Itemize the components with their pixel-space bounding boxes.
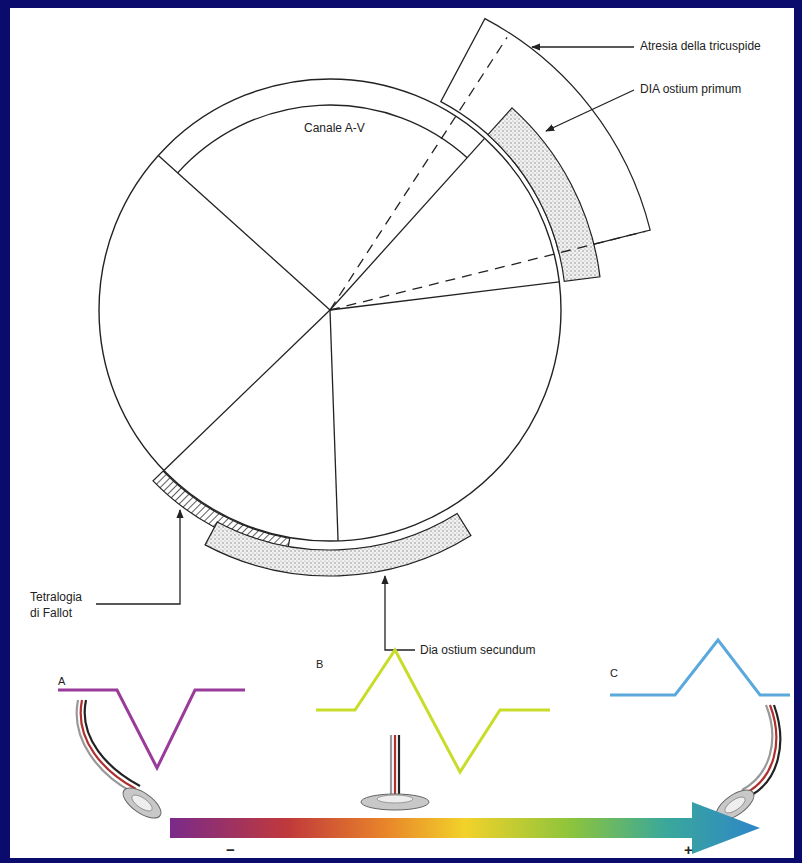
- axis-spoke: [330, 310, 338, 541]
- trace-letter: A: [58, 674, 65, 688]
- leader-lines: [96, 47, 634, 650]
- waveform-c: [610, 640, 790, 695]
- diagnosis-label: Tetralogia di Fallot: [30, 590, 92, 621]
- axis-spoke: [330, 138, 485, 310]
- white-panel: [10, 8, 794, 858]
- electrode-c: [711, 705, 780, 826]
- polarity-sign: +: [684, 840, 693, 860]
- spectrum-arrow: [170, 802, 760, 854]
- axis-spoke: [164, 310, 330, 470]
- diagnosis-label: Atresia della tricuspide: [640, 39, 761, 55]
- electrode-a: [77, 700, 166, 824]
- diagnosis-label: DIA ostium primum: [640, 82, 741, 98]
- axis-spoke: [330, 37, 507, 310]
- ostium-primum-band: [488, 108, 600, 281]
- trace-letter: C: [610, 666, 618, 680]
- tricuspid-atresia-band: [441, 19, 650, 253]
- waveform-b: [316, 650, 550, 772]
- polarity-sign: −: [226, 840, 235, 860]
- diagnosis-label: Dia ostium secundum: [420, 643, 535, 659]
- axis-spoke: [158, 155, 330, 310]
- axis-spokes: [158, 37, 645, 540]
- circle-outline: [99, 79, 561, 541]
- circle-outline: [97, 77, 563, 543]
- axis-circle: Canale A-V: [97, 77, 563, 543]
- axis-spoke: [330, 231, 645, 310]
- av-canal-arc: [178, 105, 468, 173]
- axis-spoke: [330, 282, 559, 310]
- sector-label: Canale A-V: [304, 121, 365, 135]
- electrode-b: [361, 735, 429, 810]
- trace-letter: B: [316, 657, 323, 671]
